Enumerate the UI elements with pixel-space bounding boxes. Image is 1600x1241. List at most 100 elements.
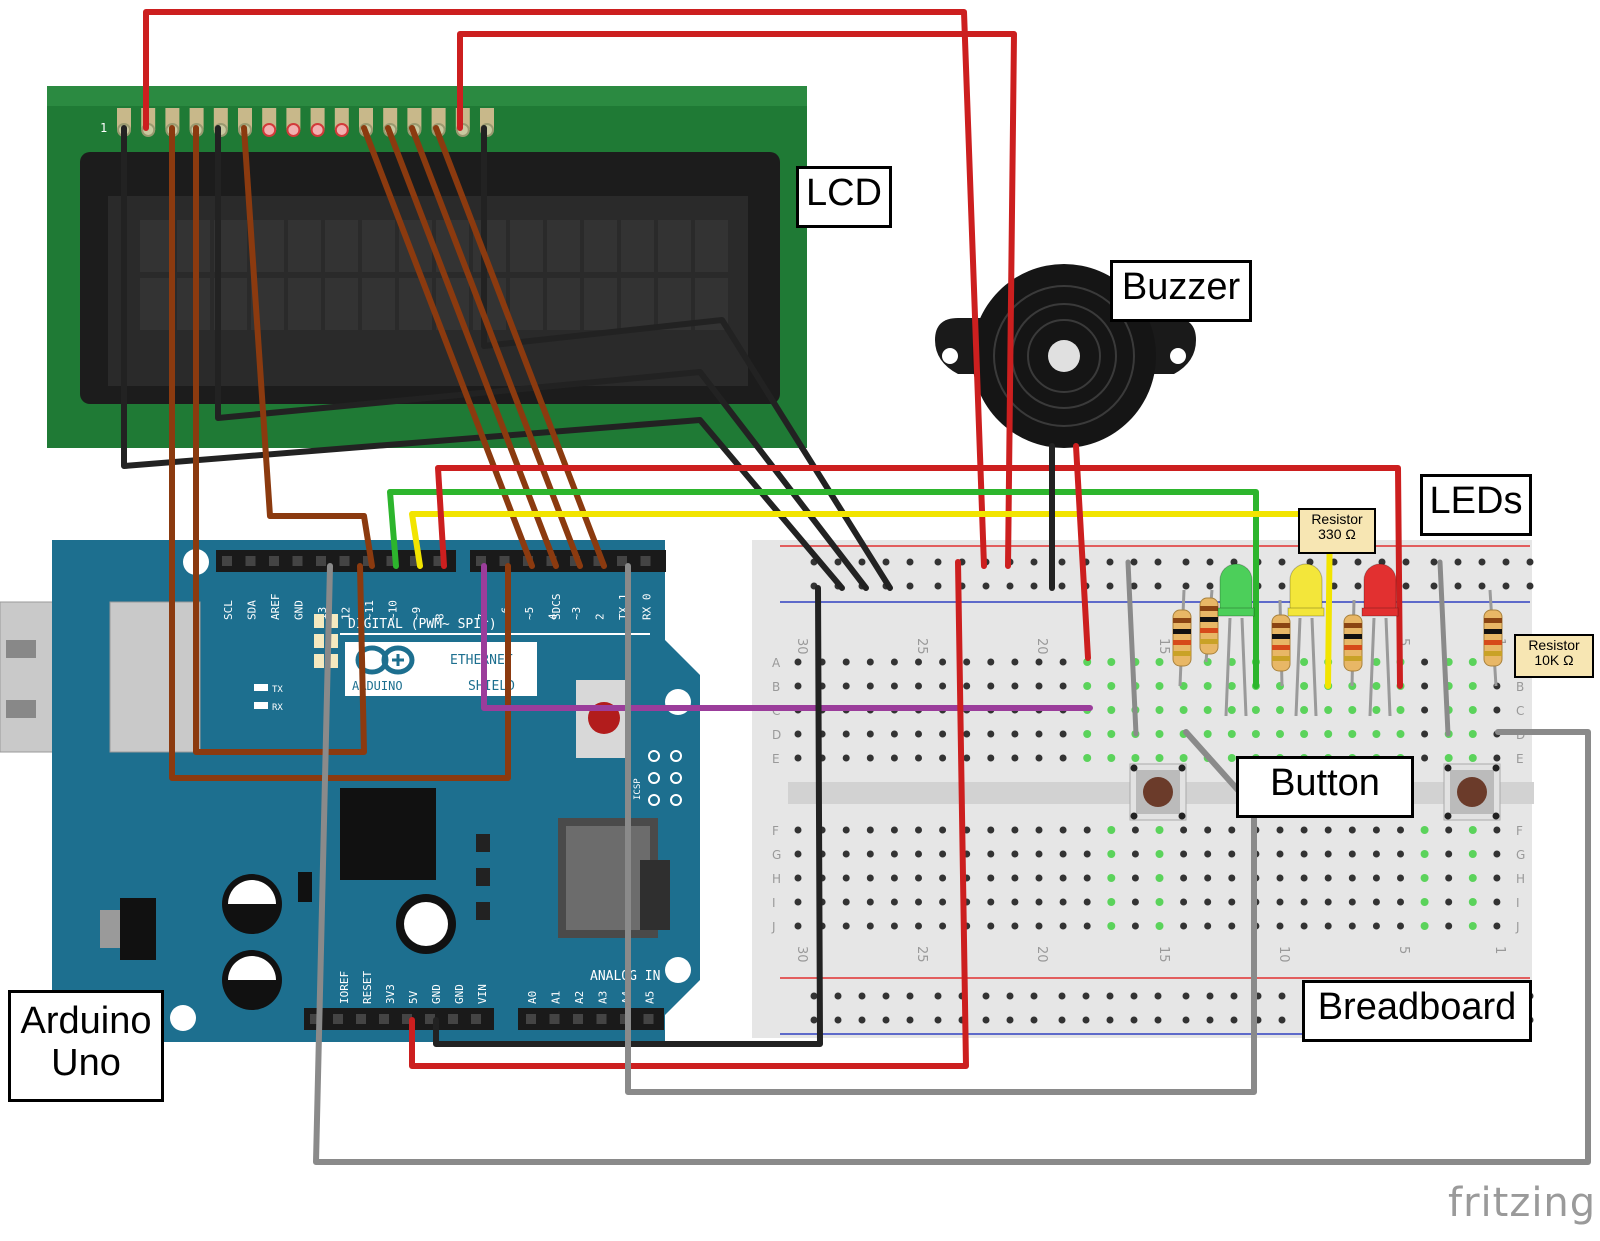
breadboard-hole-connected (1348, 706, 1357, 714)
row-letter: E (772, 752, 780, 766)
breadboard-hole (794, 754, 802, 762)
rail-hole (1478, 558, 1486, 566)
breadboard-hole (1011, 682, 1019, 690)
breadboard-hole (1421, 706, 1429, 714)
rail-hole (906, 582, 914, 590)
callout-breadboard: Breadboard (1302, 980, 1532, 1042)
row-letter: E (1516, 752, 1524, 766)
header-pin (617, 556, 627, 566)
breadboard-hole (963, 682, 971, 690)
rail-hole (982, 582, 990, 590)
resistor-4-band (1344, 623, 1362, 628)
breadboard-hole (842, 754, 850, 762)
breadboard-hole-connected (1372, 682, 1381, 690)
rail-hole (858, 1016, 866, 1024)
breadboard-hole (794, 682, 802, 690)
resistor-5-band (1484, 640, 1502, 645)
header-pin (333, 1014, 343, 1024)
row-letter: H (1516, 872, 1525, 886)
rail-hole (1030, 558, 1038, 566)
breadboard-hole (1493, 754, 1501, 762)
breadboard-hole (1083, 850, 1091, 858)
rail-hole (882, 558, 890, 566)
breadboard-hole-connected (1300, 682, 1309, 690)
breadboard-hole (987, 730, 995, 738)
row-letter: H (772, 872, 781, 886)
breadboard-hole-connected (1155, 730, 1164, 738)
breadboard-hole (915, 826, 922, 834)
arduino-pin-label: RX 0 (641, 594, 654, 621)
rail-hole (1058, 1016, 1066, 1024)
rail-hole (982, 992, 990, 1000)
analog-pin-label: A3 (597, 991, 610, 1004)
breadboard-hole (794, 898, 802, 906)
breadboard-hole (1204, 850, 1212, 858)
row-letter: F (1516, 824, 1523, 838)
wire-button-2 (313, 563, 1591, 1165)
small-chip (298, 872, 312, 902)
breadboard-hole (890, 754, 898, 762)
led-red-lead-b (1384, 617, 1392, 717)
rail-hole (810, 992, 818, 1000)
breadboard-hole (1445, 850, 1453, 858)
lcd-pin-pad (310, 123, 325, 137)
wire-button-2-rail (1437, 559, 1451, 737)
rail-hole (1154, 992, 1162, 1000)
capacitor-2-mark (228, 956, 276, 980)
breadboard-hole (1397, 898, 1404, 906)
resistor-2-band (1200, 617, 1218, 622)
header-pin (596, 1014, 607, 1024)
rail-hole (1354, 582, 1362, 590)
breadboard-hole-connected (1107, 850, 1116, 858)
arduino-pin-label: ~11 (363, 600, 376, 620)
rail-hole (1430, 558, 1438, 566)
callout-button: Button (1236, 756, 1414, 818)
rail-hole (1278, 1016, 1286, 1024)
breadboard-hole-connected (1155, 754, 1164, 762)
wire-lcd-data-2 (193, 125, 367, 755)
breadboard-hole (1011, 658, 1019, 666)
rail-hole (1502, 582, 1510, 590)
rail-hole (1402, 558, 1410, 566)
rail-hole (1154, 1016, 1162, 1024)
callout-leds: LEDs (1420, 474, 1532, 536)
breadboard-hole (866, 682, 874, 690)
rail-hole (1182, 558, 1190, 566)
lcd-module: 1 (47, 86, 807, 448)
resistor-4-band (1344, 634, 1362, 639)
smd-part-6 (328, 654, 338, 668)
breadboard-hole (1011, 898, 1019, 906)
column-number-top: 30 (794, 638, 809, 655)
breadboard-hole (890, 682, 898, 690)
header-pin (448, 1014, 458, 1024)
power-pin-label: IOREF (338, 971, 351, 1004)
analog-pin-label: A0 (526, 991, 539, 1004)
capacitor-3-face (404, 902, 448, 946)
wire-lcd-gnd-2 (215, 125, 869, 591)
breadboard-hole (987, 898, 995, 906)
rail-hole (1058, 558, 1066, 566)
buzzer-ring-3 (1027, 319, 1101, 393)
rail-hole (1006, 992, 1014, 1000)
wire-lcd-data-1 (169, 125, 511, 781)
breadboard-hole (794, 850, 802, 858)
breadboard-hole (1204, 874, 1212, 882)
column-number-bottom: 1 (1492, 946, 1507, 954)
rail-hole (834, 1016, 842, 1024)
rail-hole (1502, 558, 1510, 566)
breadboard-hole (963, 730, 971, 738)
rail-hole (1082, 992, 1090, 1000)
resistor-5-band (1484, 618, 1502, 623)
led-yellow-body (1289, 563, 1323, 613)
ethernet-led-1 (6, 640, 36, 658)
rail-hole (1526, 582, 1534, 590)
breadboard-hole (842, 826, 850, 834)
breadboard-hole (794, 730, 802, 738)
digital-label: DIGITAL (PWM~ SPI^) (348, 617, 497, 632)
breadboard-hole (1276, 898, 1284, 906)
breadboard-hole-connected (1107, 658, 1116, 666)
breadboard-hole-connected (1179, 706, 1188, 714)
row-letter: G (1516, 848, 1525, 862)
header-pin (476, 556, 486, 566)
header-pin (425, 1014, 435, 1024)
